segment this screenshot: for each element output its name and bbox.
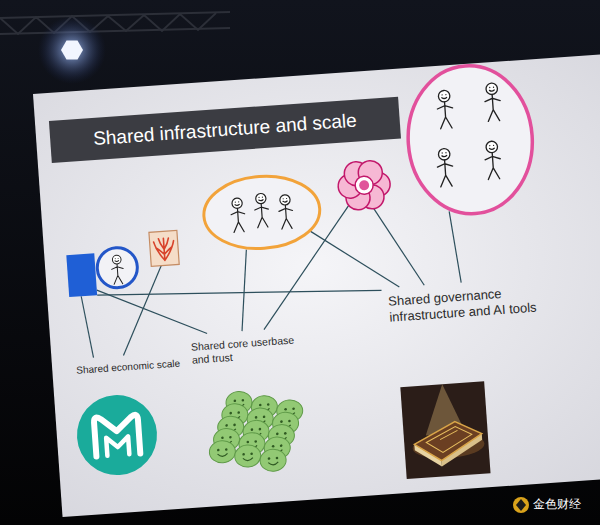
book-ornament [425, 425, 473, 453]
stick-figure [436, 148, 454, 187]
plant-icon-frame [149, 230, 179, 266]
pink-flower [337, 159, 392, 211]
stick-figure [254, 193, 270, 228]
leader-line [97, 275, 381, 310]
pink-group-ellipse [403, 62, 537, 218]
leader-line [97, 283, 207, 341]
blue-square [66, 253, 97, 297]
maker-logo-mark [106, 436, 129, 455]
stick-figure [278, 194, 294, 229]
stick-figure [484, 83, 502, 122]
stick-figure [484, 141, 502, 180]
plant-icon [153, 238, 174, 261]
maker-logo-mark [94, 415, 141, 457]
stick-figure [230, 198, 246, 233]
slide-title: Shared infrastructure and scale [92, 110, 357, 150]
watermark: 金色财经 [533, 497, 595, 511]
smiley-coin [259, 448, 286, 472]
lighting-truss [0, 12, 230, 34]
smiley-coin [234, 444, 261, 468]
stick-figure [111, 255, 125, 285]
watermark-logo-mark [516, 499, 526, 511]
leader-line [310, 225, 399, 293]
flower-center [355, 176, 374, 195]
label-holder: 金色财经 [533, 497, 595, 511]
smiley-coin-stacks [205, 387, 306, 475]
watermark-logo [513, 497, 529, 513]
book-picture [400, 381, 490, 479]
title-bar [49, 97, 401, 163]
truss-bracing [0, 13, 216, 34]
picture-ground [400, 381, 490, 479]
smiley-coin [209, 440, 236, 464]
maker-logo [74, 392, 159, 477]
slide-ground [33, 53, 600, 517]
leader-line [236, 250, 252, 332]
flower-core [359, 180, 370, 191]
book-cover [413, 420, 483, 463]
light-glow [38, 16, 106, 84]
leader-line [81, 296, 93, 358]
orange-group-ellipse [201, 172, 322, 252]
leader-line [449, 211, 461, 283]
hexagon-light [61, 41, 83, 60]
blue-circle [96, 246, 139, 289]
stick-figure [436, 90, 454, 129]
